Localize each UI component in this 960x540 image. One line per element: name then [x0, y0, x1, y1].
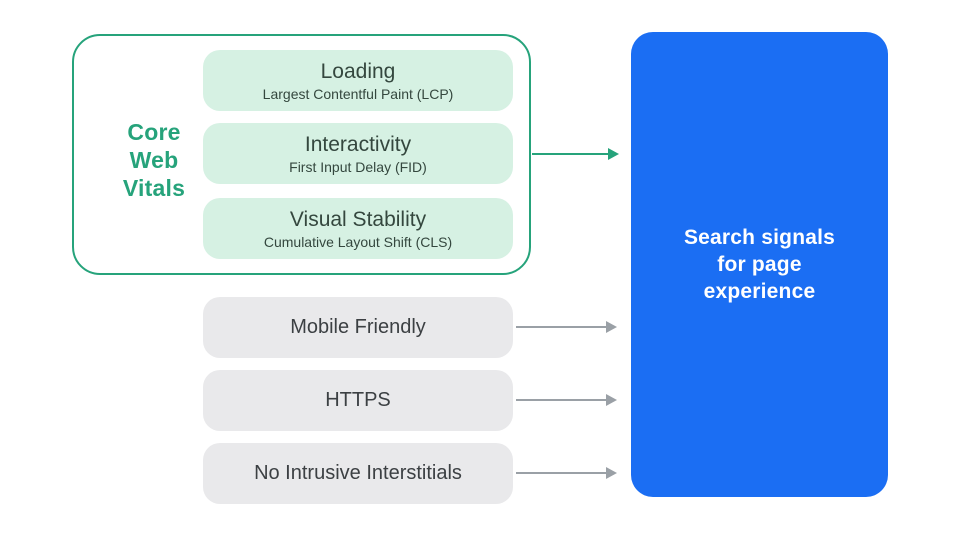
vital-subtitle-fid: First Input Delay (FID) [289, 158, 427, 175]
search-signals-label: Search signals for page experience [683, 226, 836, 303]
signal-pill-https: HTTPS [203, 370, 513, 431]
vital-pill-interactivity: Interactivity First Input Delay (FID) [203, 123, 513, 184]
vital-pill-loading: Loading Largest Contentful Paint (LCP) [203, 50, 513, 111]
vital-subtitle-lcp: Largest Contentful Paint (LCP) [262, 85, 454, 102]
signal-pill-mobile-friendly: Mobile Friendly [203, 297, 513, 358]
vital-title-visual-stability: Visual Stability [289, 207, 427, 231]
arrow-mobile-friendly [516, 321, 617, 333]
arrow-https [516, 394, 617, 406]
arrow-core-web-vitals [532, 148, 619, 160]
vital-pill-visual-stability: Visual Stability Cumulative Layout Shift… [203, 198, 513, 259]
search-signals-result-box: Search signals for page experience [631, 32, 888, 497]
vital-title-interactivity: Interactivity [304, 132, 412, 156]
arrow-no-intrusive-interstitials [516, 467, 617, 479]
signal-pill-no-intrusive-interstitials: No Intrusive Interstitials [203, 443, 513, 504]
core-web-vitals-label: Core Web Vitals [122, 119, 186, 201]
core-web-vitals-group: Core Web Vitals Loading Largest Contentf… [72, 34, 531, 275]
vital-subtitle-cls: Cumulative Layout Shift (CLS) [263, 233, 453, 250]
vital-title-loading: Loading [320, 59, 396, 83]
